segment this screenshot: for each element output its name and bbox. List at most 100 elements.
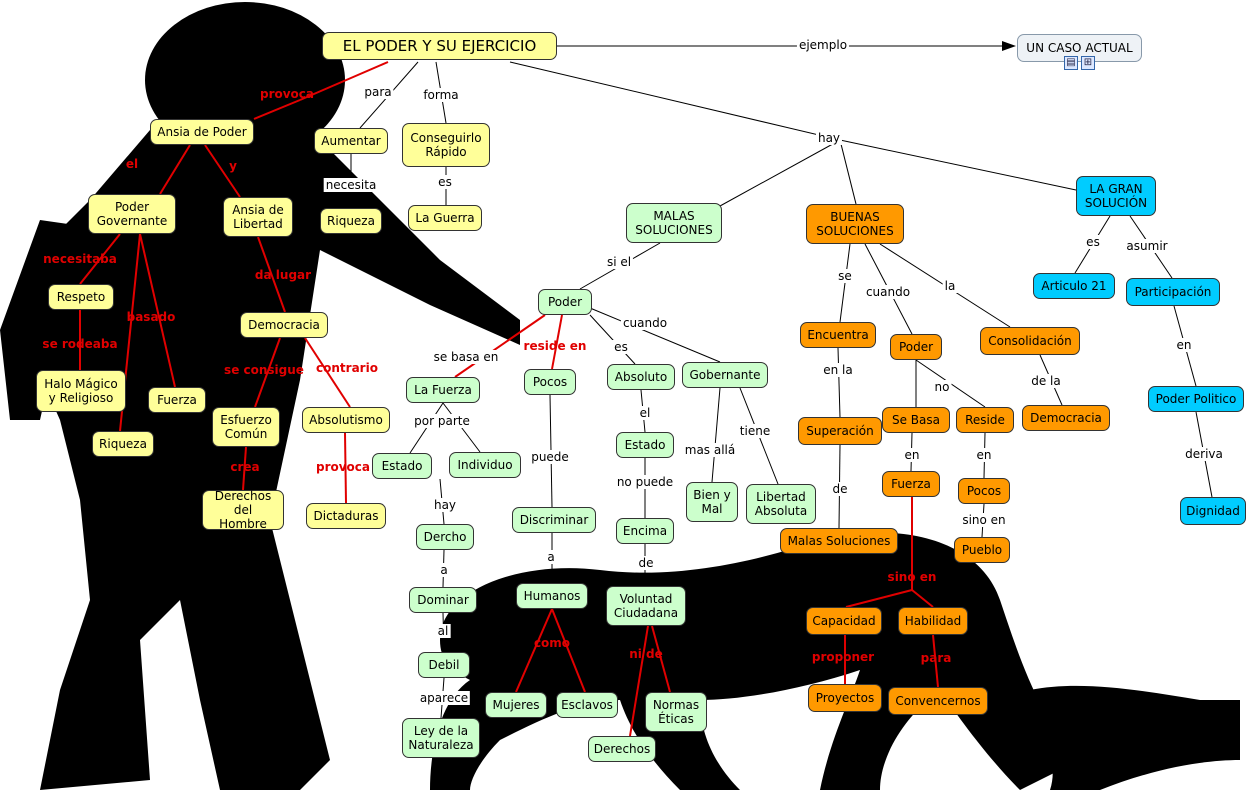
link-label-en-b: en xyxy=(1174,338,1194,352)
node-proyectos[interactable]: Proyectos xyxy=(808,684,882,712)
node-riqueza-top[interactable]: Riqueza xyxy=(320,208,382,234)
node-democracia-o[interactable]: Democracia xyxy=(1022,405,1110,431)
node-fuerza-o[interactable]: Fuerza xyxy=(882,471,940,497)
node-malas-soluciones[interactable]: MALAS SOLUCIONES xyxy=(626,203,722,243)
node-fuerza-y[interactable]: Fuerza xyxy=(148,387,206,413)
link-label-deriva: deriva xyxy=(1183,447,1225,461)
node-participacion[interactable]: Participación xyxy=(1126,278,1220,306)
node-bien-mal[interactable]: Bien y Mal xyxy=(686,482,738,522)
link-label-cuando: cuando xyxy=(620,316,670,330)
node-conseguirlo[interactable]: Conseguirlo Rápido xyxy=(402,123,490,167)
node-poder-o[interactable]: Poder xyxy=(890,334,942,360)
node-capacidad[interactable]: Capacidad xyxy=(806,607,882,635)
link-label-se-rodeaba: se rodeaba xyxy=(42,337,118,351)
node-malas-soluciones-o[interactable]: Malas Soluciones xyxy=(780,528,898,554)
node-derechos-hombre[interactable]: Derechos del Hombre xyxy=(202,489,284,531)
node-esclavos[interactable]: Esclavos xyxy=(556,692,618,718)
link-label-se-consigue: se consigue xyxy=(224,363,304,377)
link-label-ejemplo: ejemplo xyxy=(796,38,850,52)
node-la-guerra[interactable]: La Guerra xyxy=(408,205,482,231)
link-label-la-o: la xyxy=(942,279,958,293)
link-label-aparece: aparece xyxy=(417,691,471,705)
link-label-el-g: el xyxy=(637,406,653,420)
connector-line xyxy=(515,608,553,693)
node-democracia-y[interactable]: Democracia xyxy=(240,312,328,338)
node-habilidad[interactable]: Habilidad xyxy=(898,607,968,635)
node-absoluto[interactable]: Absoluto xyxy=(607,364,675,390)
node-gran-solucion[interactable]: LA GRAN SOLUCIÓN xyxy=(1076,176,1156,216)
connector-line xyxy=(589,314,636,365)
node-caso-actual[interactable]: UN CASO ACTUAL xyxy=(1017,34,1142,62)
node-poder-governante[interactable]: Poder Governante xyxy=(88,194,176,234)
node-mujeres[interactable]: Mujeres xyxy=(485,692,547,718)
link-label-al: al xyxy=(435,624,451,638)
node-buenas-soluciones[interactable]: BUENAS SOLUCIONES xyxy=(806,204,904,244)
node-discriminar[interactable]: Discriminar xyxy=(512,507,596,533)
node-estado-m[interactable]: Estado xyxy=(616,432,674,458)
node-dignidad[interactable]: Dignidad xyxy=(1180,497,1246,525)
node-articulo-21[interactable]: Articulo 21 xyxy=(1033,273,1115,299)
node-encuentra[interactable]: Encuentra xyxy=(800,322,876,348)
node-ansia-poder[interactable]: Ansia de Poder xyxy=(150,119,254,145)
node-estado-l[interactable]: Estado xyxy=(372,453,432,479)
link-label-tiene: tiene xyxy=(737,424,773,438)
node-riqueza-low[interactable]: Riqueza xyxy=(92,431,154,457)
link-label-provoca-low: provoca xyxy=(315,460,371,474)
node-debil[interactable]: Debil xyxy=(418,652,470,678)
node-pocos-o[interactable]: Pocos xyxy=(958,478,1010,504)
document-icon[interactable]: ▤ xyxy=(1064,56,1078,70)
node-poder-g[interactable]: Poder xyxy=(538,289,592,315)
connector-line xyxy=(551,608,586,693)
silhouette-kneeling-figure xyxy=(430,532,1240,790)
node-encima[interactable]: Encima xyxy=(616,518,674,544)
link-label-si-el: si el xyxy=(604,255,634,269)
connector-line xyxy=(911,589,934,608)
node-voluntad-ciudadana[interactable]: Voluntad Ciudadana xyxy=(606,586,686,626)
link-label-es-b: es xyxy=(1084,235,1102,249)
link-label-ni-de: ni de xyxy=(629,647,663,661)
node-dercho[interactable]: Dercho xyxy=(416,524,474,550)
link-label-es: es xyxy=(436,175,454,189)
node-superacion[interactable]: Superación xyxy=(798,417,882,445)
connector-line xyxy=(839,243,851,323)
node-normas-eticas[interactable]: Normas Éticas xyxy=(645,692,707,732)
node-ansia-libertad[interactable]: Ansia de Libertad xyxy=(223,197,293,237)
connector-line xyxy=(932,634,939,688)
node-aumentar[interactable]: Aumentar xyxy=(314,128,388,154)
node-halo[interactable]: Halo Mágico y Religioso xyxy=(36,370,126,412)
link-label-asumir: asumir xyxy=(1124,239,1170,253)
node-poder-politico[interactable]: Poder Politico xyxy=(1148,386,1244,412)
connector-line xyxy=(204,144,241,198)
connector-line xyxy=(454,314,546,378)
connector-line xyxy=(257,236,286,313)
node-root[interactable]: EL PODER Y SU EJERCICIO xyxy=(322,32,557,60)
node-dominar[interactable]: Dominar xyxy=(409,587,477,613)
node-se-basa[interactable]: Se Basa xyxy=(882,407,950,433)
node-individuo[interactable]: Individuo xyxy=(449,452,521,478)
node-gobernante[interactable]: Gobernante xyxy=(682,362,768,388)
link-label-en-la: en la xyxy=(821,363,855,377)
node-absolutismo[interactable]: Absolutismo xyxy=(302,407,390,433)
node-respeto[interactable]: Respeto xyxy=(48,284,114,310)
link-label-para-o: para xyxy=(920,651,952,665)
node-dictaduras[interactable]: Dictaduras xyxy=(306,503,386,529)
node-humanos[interactable]: Humanos xyxy=(516,583,588,609)
node-convencernos[interactable]: Convencernos xyxy=(888,687,988,715)
link-label-se-o: se xyxy=(836,269,854,283)
node-libertad-absoluta[interactable]: Libertad Absoluta xyxy=(746,484,816,524)
link-label-no-puede: no puede xyxy=(614,475,676,489)
node-la-fuerza[interactable]: La Fuerza xyxy=(406,377,480,403)
node-consolidacion[interactable]: Consolidación xyxy=(980,327,1080,355)
node-pueblo[interactable]: Pueblo xyxy=(954,537,1010,563)
node-derechos[interactable]: Derechos xyxy=(588,736,656,762)
concept-map-icon[interactable]: ⊞ xyxy=(1081,56,1095,70)
node-reside[interactable]: Reside xyxy=(956,407,1014,433)
node-esfuerzo[interactable]: Esfuerzo Común xyxy=(212,407,280,447)
link-label-hay: hay xyxy=(815,131,843,145)
connector-line xyxy=(845,589,913,608)
connector-line xyxy=(242,446,247,491)
node-pocos-g[interactable]: Pocos xyxy=(524,369,576,395)
link-label-para: para xyxy=(362,85,394,99)
node-ley-naturaleza[interactable]: Ley de la Naturaleza xyxy=(402,718,480,758)
